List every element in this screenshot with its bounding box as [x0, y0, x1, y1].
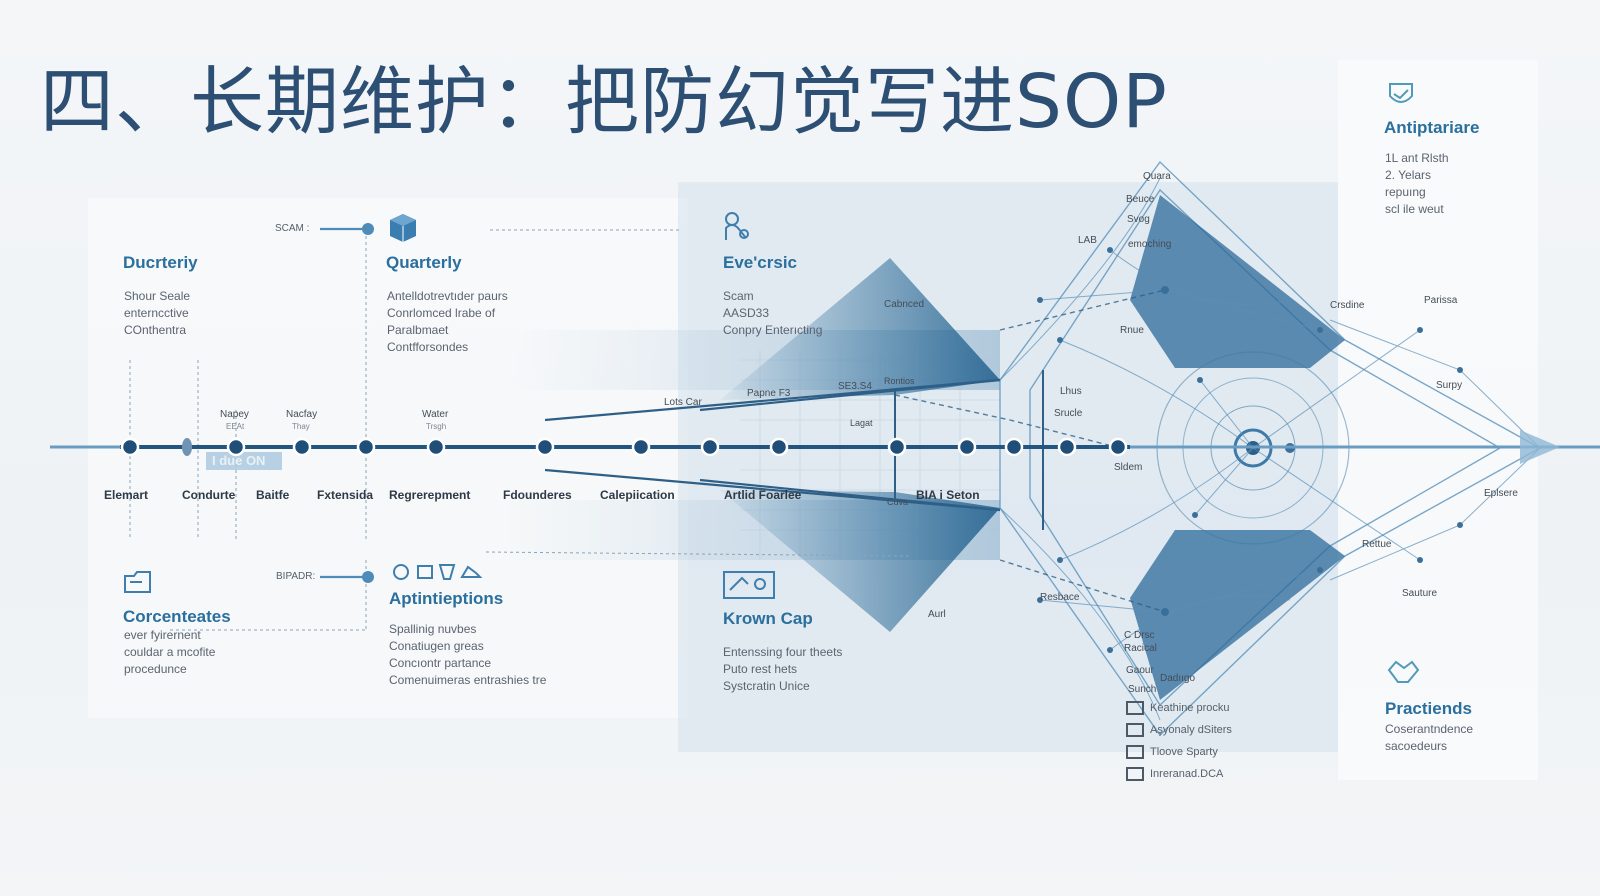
legend-item: Tloove Sparty	[1126, 741, 1232, 763]
diagram-label: Lhus	[1060, 386, 1082, 397]
diagram-label: Resbace	[1040, 592, 1080, 603]
timeline-nodes	[120, 437, 1128, 457]
image-icon	[1126, 701, 1144, 715]
timeline-top-label: Water	[422, 409, 449, 420]
cube-icon	[386, 212, 420, 248]
timeline-badge-bg	[206, 452, 282, 470]
callout-dot-bottom	[362, 571, 374, 583]
diagram-label: Dadııgo	[1160, 673, 1196, 684]
section-quarterly-title: Quarterly	[386, 253, 462, 272]
timeline-label: Eplsere	[1484, 488, 1518, 499]
handshake-icon	[1386, 656, 1420, 690]
timeline-badge: I due ON	[212, 453, 266, 468]
legend-item: Aşyonaly dSiters	[1126, 719, 1232, 741]
diagram-label: LAB	[1078, 235, 1097, 246]
mid-label: Cuva	[887, 497, 909, 507]
diagram-label: Aurl	[928, 609, 946, 620]
wedge-upper	[720, 258, 1000, 400]
diagram-label: Sauture	[1402, 588, 1438, 599]
timeline-label: Baitfe	[256, 488, 290, 502]
page-title: 四、长期维护：把防幻觉写进SOP	[40, 59, 1168, 145]
id-card-icon	[722, 570, 776, 604]
section-krown-cap-title: Krown Cap	[723, 609, 813, 628]
legend-item: Keathine procku	[1126, 697, 1232, 719]
timeline-label: Artlid Foarlee	[724, 488, 802, 502]
diamond-outline	[999, 160, 1542, 737]
callout-connectors	[320, 227, 365, 579]
timeline-label: Condurte	[182, 488, 236, 502]
diagram-label: Beuce	[1126, 194, 1155, 205]
background-right-panel	[1338, 60, 1538, 780]
folder-hand-icon	[122, 568, 154, 600]
diagram-label: emoching	[1128, 239, 1172, 250]
timeline-top-sublabel: Trsgh	[426, 422, 447, 431]
doc-icon	[1126, 767, 1144, 781]
section-corcenteates-title: Corcenteates	[123, 607, 231, 626]
section-everscic-title: Eve'crsic	[723, 253, 797, 272]
block-lower-right	[1130, 530, 1345, 700]
diagram-label: Sldem	[1114, 462, 1143, 473]
diagram-label: Cabnced	[884, 299, 925, 310]
diagram-label: Quara	[1143, 171, 1171, 182]
diagram-label: Gaour	[1126, 665, 1154, 676]
diagram-label: Racical	[1124, 643, 1157, 654]
diagram-label: Rettue	[1362, 539, 1392, 550]
diagram-label: Svog	[1127, 214, 1150, 225]
person-gear-icon	[722, 210, 752, 248]
mid-label: Lots Car	[664, 397, 702, 408]
timeline-top-label: Napey	[220, 409, 249, 420]
timeline-label: BIA i Seton	[916, 488, 980, 502]
diagram-label: Parissa	[1424, 295, 1458, 306]
diagram-label: Crsdine	[1330, 300, 1365, 311]
mid-label: Lagat	[850, 418, 873, 428]
diagram-label: Srucle	[1054, 408, 1083, 419]
shield-icon	[1386, 80, 1416, 114]
callout-dot-top	[362, 223, 374, 235]
timeline-label: Calepiication	[600, 488, 675, 502]
section-ducrterly-title: Ducrteriy	[123, 253, 198, 272]
wedge-lower	[720, 490, 1000, 632]
network-dashed	[894, 289, 1166, 613]
network-nodes	[1037, 247, 1463, 653]
background-left-panel	[88, 198, 688, 718]
section-antiptariare-title: Antiptariare	[1384, 118, 1480, 137]
arrow-head	[1520, 430, 1560, 464]
callout-scam: SCAM :	[275, 223, 310, 234]
diagram-label: Surpy	[1436, 380, 1463, 391]
timeline-label: Fdounderes	[503, 488, 572, 502]
converge-lines	[544, 378, 1001, 512]
diagram-label: C Drsc	[1124, 630, 1155, 641]
section-aptintieptions-title: Aptintieptions	[389, 589, 504, 608]
section-practiends-title: Practiends	[1385, 699, 1472, 718]
mid-label: Papne F3	[747, 388, 791, 399]
diagram-label: Rnue	[1120, 325, 1144, 336]
mid-label: Rontios	[884, 376, 915, 386]
timeline-top-sublabel: EEAt	[226, 422, 245, 431]
timeline-top-sublabel: Thay	[292, 422, 310, 431]
chart-icon	[1126, 745, 1144, 759]
callout-bipadr: BIPADR:	[276, 571, 316, 582]
timeline-label: Elemart	[104, 488, 149, 502]
timeline-label: Fxtensida	[317, 488, 374, 502]
legend-list: Keathine procku Aşyonaly dSiters Tloove …	[1126, 697, 1232, 785]
grid-icon	[1126, 723, 1144, 737]
timeline-top-label: Nacfay	[286, 409, 318, 420]
timeline-label: Regrerepment	[389, 488, 471, 502]
diagram-label: Sunch	[1128, 684, 1157, 695]
block-upper-right	[1130, 195, 1345, 368]
legend-item: Inreranad.DCA	[1126, 763, 1232, 785]
mid-label: SE3.S4	[838, 381, 872, 392]
tools-icons	[392, 561, 484, 587]
